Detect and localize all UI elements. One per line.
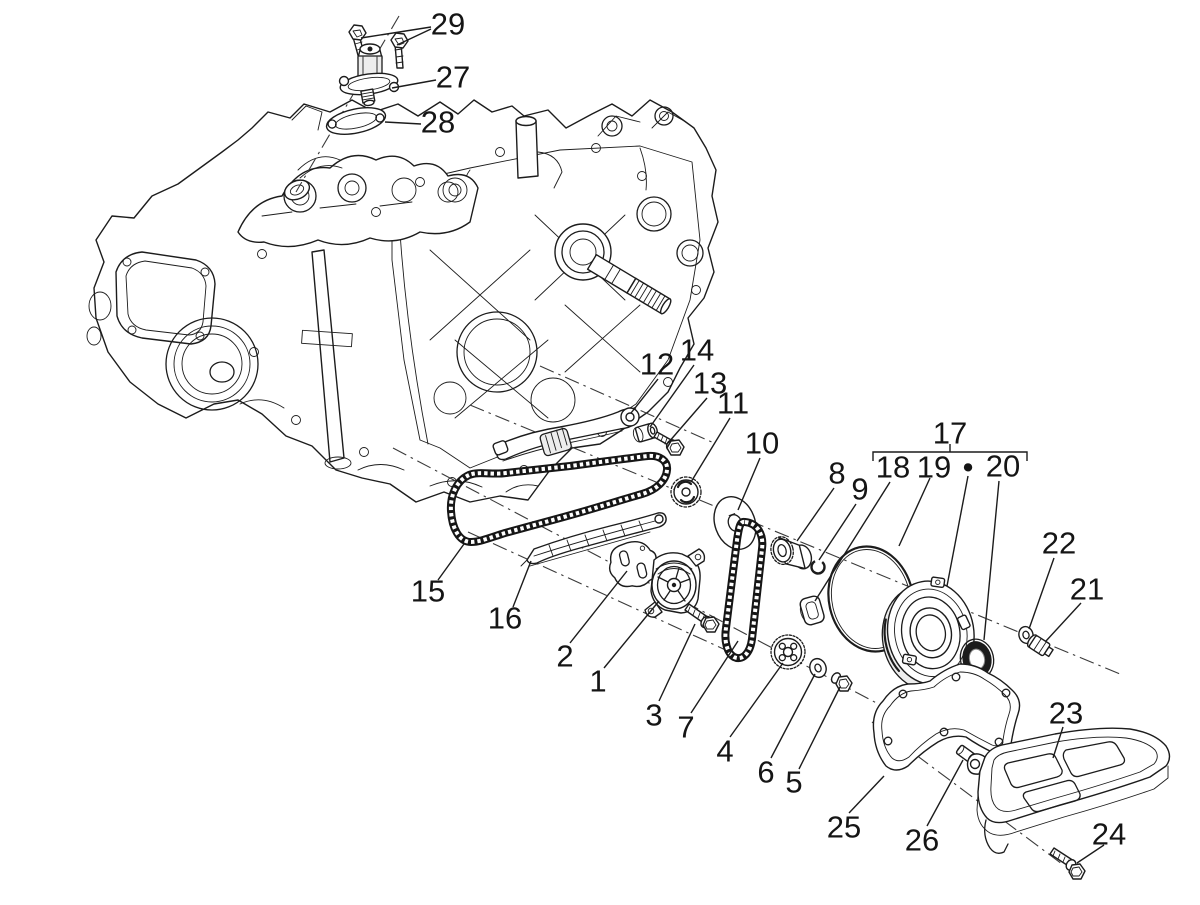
leader-line-11 [690,417,731,483]
callout-23: 23 [1049,696,1083,731]
leader-line-1 [603,600,660,669]
callout-20: 20 [986,449,1020,484]
leader-line-16 [512,560,532,608]
leader-line-28 [384,121,422,125]
callout-18: 18 [876,450,910,485]
leader-line-26 [926,759,964,827]
leader-line-4 [729,662,784,738]
part-4-pump-sprocket [770,634,806,670]
callout-15: 15 [411,574,445,609]
part-2-pump-plate [608,540,659,588]
callout-4: 4 [716,734,733,769]
part-5-bolt [830,672,853,692]
part-15-timing-chain [446,451,672,546]
callout-9: 9 [851,472,868,507]
part-27-chain-tensioner [338,43,400,107]
callout-11: 11 [717,386,749,421]
centerline [539,365,715,444]
leader-line-13 [667,397,708,444]
leader-line-12 [630,378,659,414]
part-18-pad [799,595,825,626]
callout-10: 10 [745,426,779,461]
centerline [469,404,1121,675]
leader-line-21 [1045,602,1082,642]
callout-29: 29 [431,7,465,42]
leader-lines [360,26,1105,864]
part-16-chain-guide-blade [520,512,667,567]
callout-13: 13 [693,366,727,401]
leader-line-9 [818,503,857,561]
leader-line-24 [1076,844,1105,864]
leader-line-29 [396,28,432,46]
crankshaft-shaft [586,254,672,315]
callout-26: 26 [905,823,939,858]
group-bracket-17 [872,444,1028,461]
bolt-holes [249,143,701,487]
part-10-washer [713,496,757,550]
leader-line-25 [848,775,885,814]
part-17-pump-cover [881,576,975,692]
callout-27: 27 [436,60,470,95]
engine-crankcase-illustration [86,99,719,503]
leader-line-20 [983,480,1000,641]
part-23-oil-strainer [966,727,1171,854]
callout-1: 1 [589,664,606,699]
leader-line-2 [569,570,628,644]
callout-2: 2 [556,639,573,674]
leader-line-• [946,475,969,587]
leader-line-27 [391,79,437,89]
leader-line-7 [690,640,739,714]
leader-line-23 [1052,726,1064,759]
callout-6: 6 [757,755,774,790]
callout-22: 22 [1042,526,1076,561]
part-1-oil-pump [644,548,706,618]
part-7-pump-chain [721,517,767,662]
leader-line-14 [649,364,695,428]
leader-line-19 [898,477,931,547]
part-6-washer [809,657,827,679]
leader-line-10 [737,457,761,511]
part-8-bushing [770,536,813,570]
part-12-upper-chain-guide [492,407,640,462]
part-3-bolt [684,603,720,633]
callout-16: 16 [488,601,522,636]
leader-line-6 [770,673,816,759]
callout-19: 19 [917,450,951,485]
callout-•: • [963,450,974,485]
part-21-bolt [1026,634,1054,658]
leader-line-3 [658,623,696,702]
part-24-bolt [1049,847,1086,880]
leader-line-29 [360,26,432,39]
callout-3: 3 [645,698,662,733]
part-11-sprocket [670,476,702,508]
callout-7: 7 [677,710,694,745]
leader-line-18 [814,481,891,602]
callout-8: 8 [828,456,845,491]
part-28-tensioner-gasket [325,107,387,135]
leader-line-22 [1028,557,1055,630]
part-25-gasket [872,663,1021,771]
callout-21: 21 [1070,572,1104,607]
callout-5: 5 [785,765,802,800]
callout-17: 17 [933,416,967,451]
leader-line-15 [437,543,465,581]
callout-25: 25 [827,810,861,845]
centerline [295,15,400,193]
leader-line-8 [796,487,835,542]
part-14-spacer-bushing [632,422,659,443]
callout-24: 24 [1092,817,1126,852]
part-9-circlip [810,559,826,575]
centerline [467,531,731,653]
part-13-bolt [653,431,685,456]
callout-12: 12 [640,347,674,382]
callout-14: 14 [680,333,714,368]
callout-28: 28 [421,105,455,140]
leader-line-5 [798,686,841,770]
